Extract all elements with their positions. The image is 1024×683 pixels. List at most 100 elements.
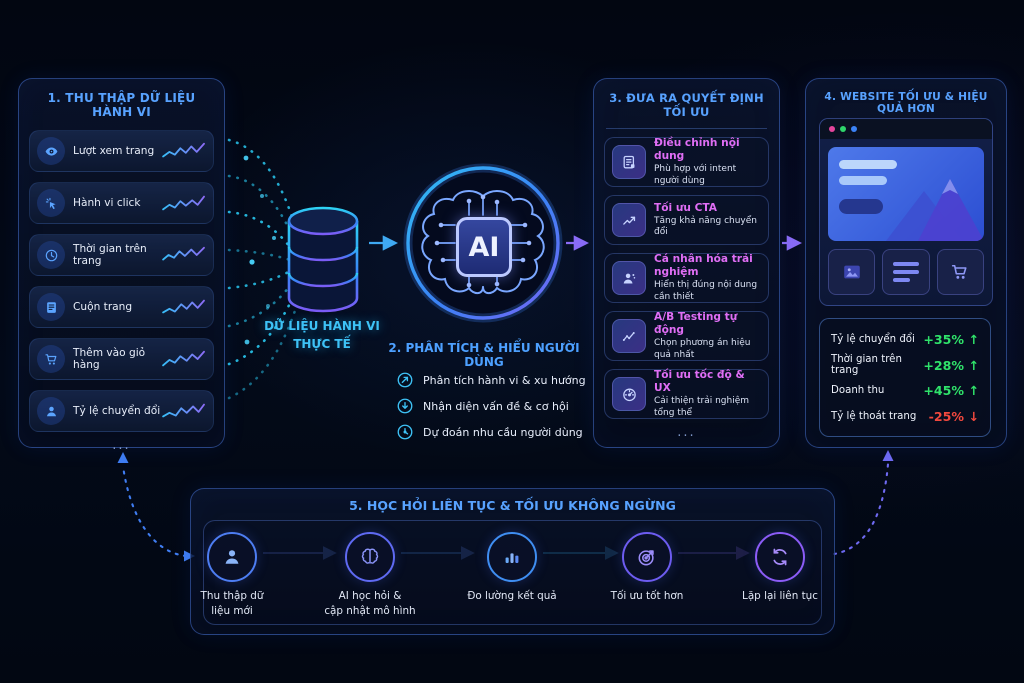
- behavior-row-label: Thêm vào giỏ hàng: [73, 347, 146, 371]
- sparkline-chart: [162, 195, 205, 211]
- panel1-ellipsis: ...: [112, 438, 131, 453]
- loop-step-optimize-better: Tối ưu tốt hơn: [588, 532, 706, 604]
- kpi-row-revenue: Doanh thu +45% ↑: [831, 378, 979, 404]
- loop-step-repeat: Lặp lại liên tục: [721, 532, 839, 604]
- decision-card-subtitle: Cải thiện trải nghiệm tổng thể: [654, 396, 750, 418]
- sparkline-chart: [162, 299, 205, 314]
- kpi-results-box: Tỷ lệ chuyển đổi +35% ↑ Thời gian trên t…: [819, 318, 991, 437]
- behavior-row-label: Thời gian trên trang: [73, 243, 147, 267]
- loop-step-measure-results: Đo lường kết quả: [453, 532, 571, 604]
- arrow-down-circle-icon: [396, 397, 414, 415]
- behavior-row-clicks[interactable]: Hành vi click: [29, 182, 214, 224]
- decision-card-speed-ux[interactable]: Tối ưu tốc độ & UX Cải thiện trải nghiệm…: [604, 369, 769, 419]
- decision-card-subtitle: Tăng khả năng chuyển đổi: [654, 215, 758, 238]
- behavior-row-label: Lượt xem trang: [73, 145, 155, 157]
- section5-title: 5. HỌC HỎI LIÊN TỤC & TỐI ƯU KHÔNG NGỪNG: [349, 498, 676, 513]
- loop-step-label: Thu thập dữ: [200, 590, 264, 602]
- analysis-item-problems-opportunities: Nhận diện vấn đề & cơ hội: [396, 397, 569, 415]
- decision-card-ab-testing[interactable]: A/B Testing tự động Chọn phương án hiệu …: [604, 311, 769, 361]
- database-label: DỮ LIỆU HÀNH VI THỰC TẾ: [242, 317, 402, 353]
- thumb-card-image[interactable]: [828, 249, 876, 295]
- window-dot-minimize[interactable]: [840, 126, 846, 132]
- sparkline-chart: [162, 403, 205, 418]
- forecast-clock-circle-icon: [396, 423, 414, 441]
- decision-card-content[interactable]: Điều chỉnh nội dung Phù hợp với intent n…: [604, 137, 769, 187]
- ai-chip-label: AI: [456, 217, 512, 277]
- panel3-ellipsis: ...: [677, 425, 696, 440]
- analysis-item-demand-forecast: Dự đoán nhu cầu người dùng: [396, 423, 583, 441]
- kpi-row-conversion: Tỷ lệ chuyển đổi +35% ↑: [831, 327, 979, 353]
- decision-card-title: A/B Testing tự động: [654, 311, 738, 337]
- decision-card-title: Tối ưu CTA: [654, 201, 717, 214]
- sparkline-chart: [162, 350, 205, 367]
- trending-up-icon: [612, 203, 646, 237]
- behavior-row-add-to-cart[interactable]: Thêm vào giỏ hàng: [29, 338, 214, 380]
- kpi-row-time-on-page: Thời gian trên trang +28% ↑: [831, 353, 979, 379]
- window-dot-maximize[interactable]: [851, 126, 857, 132]
- panel-optimal-decisions: 3. ĐƯA RA QUYẾT ĐỊNH TỐI ƯU Điều chỉnh n…: [593, 78, 780, 448]
- loop-step-label: Lặp lại liên tục: [742, 590, 818, 602]
- loop-step-label2: cập nhật mô hình: [324, 604, 416, 617]
- up-arrow-icon: ↑: [968, 383, 979, 399]
- kpi-value: +35%: [923, 332, 965, 348]
- cart-icon: [37, 345, 65, 373]
- brain-circle-icon: [345, 532, 395, 582]
- behavior-row-label: Cuộn trang: [73, 301, 133, 313]
- ai-brain-badge: AI: [403, 163, 563, 323]
- hero-text-bar: [839, 160, 897, 169]
- kpi-label: Tỷ lệ chuyển đổi: [831, 334, 915, 346]
- panel3-title: 3. ĐƯA RA QUYẾT ĐỊNH TỐI ƯU: [609, 91, 764, 119]
- decision-card-title: Điều chỉnh nội dung: [654, 137, 740, 163]
- up-arrow-icon: ↑: [968, 332, 979, 348]
- refresh-circle-icon: [755, 532, 805, 582]
- divider: [606, 128, 767, 129]
- ab-test-chart-icon: [612, 319, 646, 353]
- thumb-card-cart[interactable]: [936, 249, 984, 295]
- decision-card-subtitle: Hiển thị đúng nội dung cần thiết: [654, 280, 758, 302]
- user-circle-icon: [207, 532, 257, 582]
- speedometer-icon: [612, 377, 646, 411]
- panel-behavior-data: 1. THU THẬP DỮ LIỆU HÀNH VI Lượt xem tra…: [18, 78, 225, 453]
- scroll-page-icon: [37, 293, 65, 321]
- loop-step-label2: liệu mới: [211, 604, 253, 617]
- sparkline-chart: [162, 246, 205, 261]
- decision-card-cta[interactable]: Tối ưu CTA Tăng khả năng chuyển đổi: [604, 195, 769, 245]
- behavior-row-time-on-page[interactable]: Thời gian trên trang: [29, 234, 214, 276]
- section2-title: 2. PHÂN TÍCH & HIỂU NGƯỜI DÙNG: [388, 341, 580, 369]
- hero-cta-button[interactable]: [839, 199, 883, 214]
- behavior-row-conversion-rate[interactable]: Tỷ lệ chuyển đổi: [29, 390, 214, 432]
- panel4-title: 4. WEBSITE TỐI ƯU & HIỆU QUẢ HƠN: [824, 91, 988, 115]
- decision-card-personalization[interactable]: Cá nhân hóa trải nghiệm Hiển thị đúng nộ…: [604, 253, 769, 303]
- clock-icon: [37, 241, 65, 269]
- content-edit-icon: [612, 145, 646, 179]
- analysis-item-label: Nhận diện vấn đề & cơ hội: [423, 399, 569, 413]
- database-icon: [281, 204, 365, 313]
- database-label-line1: DỮ LIỆU HÀNH VI: [264, 319, 380, 333]
- behavior-row-scroll[interactable]: Cuộn trang: [29, 286, 214, 328]
- hero-mountain-image: [886, 179, 984, 241]
- database-label-line2: THỰC TẾ: [293, 337, 351, 351]
- eye-icon: [37, 137, 65, 165]
- personalize-user-icon: [612, 261, 646, 295]
- kpi-value: +45%: [923, 383, 965, 399]
- user-icon: [37, 397, 65, 425]
- behavior-row-pageviews[interactable]: Lượt xem trang: [29, 130, 214, 172]
- bar-chart-circle-icon: [487, 532, 537, 582]
- down-arrow-icon: ↓: [968, 408, 979, 424]
- kpi-row-bounce-rate: Tỷ lệ thoát trang -25% ↓: [831, 404, 979, 430]
- decision-card-title: Tối ưu tốc độ & UX: [654, 369, 745, 395]
- target-circle-icon: [622, 532, 672, 582]
- feedback-arrowhead-left-up: [117, 452, 129, 463]
- window-dot-close[interactable]: [829, 126, 835, 132]
- loop-step-label: Tối ưu tốt hơn: [610, 590, 684, 602]
- feedback-arrowhead-right-up: [882, 450, 894, 461]
- trend-circle-icon: [396, 371, 414, 389]
- browser-titlebar: [820, 119, 992, 139]
- panel-optimized-website: 4. WEBSITE TỐI ƯU & HIỆU QUẢ HƠN: [805, 78, 1007, 448]
- kpi-label: Thời gian trên trang: [831, 354, 902, 377]
- loop-step-label: Đo lường kết quả: [467, 590, 557, 602]
- feedback-curve-right: [832, 462, 890, 556]
- thumb-card-textlist[interactable]: [882, 249, 930, 295]
- analysis-item-label: Dự đoán nhu cầu người dùng: [423, 425, 583, 439]
- decision-card-subtitle: Chọn phương án hiệu quả nhất: [654, 338, 751, 360]
